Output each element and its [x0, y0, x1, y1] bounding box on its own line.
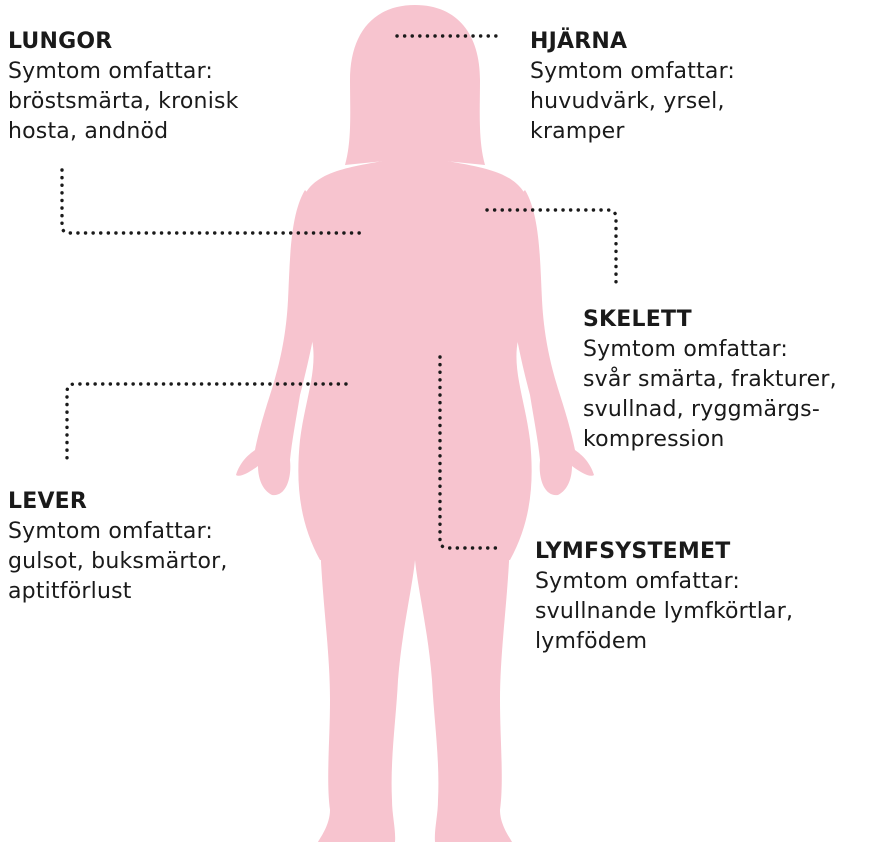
callout-line: aptitförlust: [8, 577, 228, 607]
callout-line: kompression: [583, 425, 837, 455]
callout-title: LYMFSYSTEMET: [535, 537, 793, 567]
callout-intro: Symtom omfattar:: [583, 335, 837, 365]
callout-line: bröstsmärta, kronisk: [8, 87, 239, 117]
callout-title: LEVER: [8, 487, 228, 517]
callout-title: HJÄRNA: [530, 27, 735, 57]
callout-line: svår smärta, frakturer,: [583, 365, 837, 395]
callout-line: huvudvärk, yrsel,: [530, 87, 735, 117]
callout-title: LUNGOR: [8, 27, 239, 57]
callout-lymfsystemet: LYMFSYSTEMET Symtom omfattar: svullnande…: [535, 537, 793, 657]
callout-intro: Symtom omfattar:: [8, 57, 239, 87]
callout-intro: Symtom omfattar:: [530, 57, 735, 87]
callout-line: svullnande lymfkörtlar,: [535, 597, 793, 627]
callout-line: svullnad, ryggmärgs-: [583, 395, 837, 425]
callout-line: lymfödem: [535, 627, 793, 657]
callout-title: SKELETT: [583, 305, 837, 335]
callout-line: hosta, andnöd: [8, 117, 239, 147]
callout-hjarna: HJÄRNA Symtom omfattar: huvudvärk, yrsel…: [530, 27, 735, 147]
callout-lever: LEVER Symtom omfattar: gulsot, buksmärto…: [8, 487, 228, 607]
callout-skelett: SKELETT Symtom omfattar: svår smärta, fr…: [583, 305, 837, 455]
callout-intro: Symtom omfattar:: [535, 567, 793, 597]
left-leg-shape: [318, 540, 415, 842]
callout-intro: Symtom omfattar:: [8, 517, 228, 547]
torso-shape: [298, 160, 531, 560]
callout-lungor: LUNGOR Symtom omfattar: bröstsmärta, kro…: [8, 27, 239, 147]
callout-line: kramper: [530, 117, 735, 147]
callout-line: gulsot, buksmärtor,: [8, 547, 228, 577]
right-leg-shape: [415, 540, 512, 842]
